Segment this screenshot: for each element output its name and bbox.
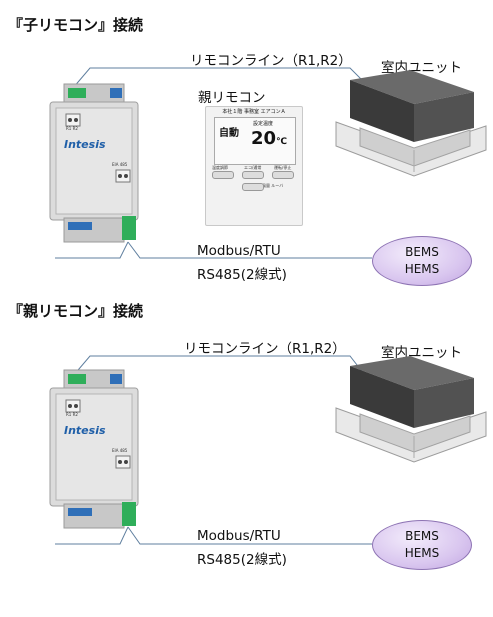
- modbus-label-2: Modbus/RTU: [197, 528, 281, 544]
- hems-label-2: HEMS: [404, 546, 440, 560]
- device-port-bottom-label: EIA 485: [112, 162, 128, 167]
- remote-set-label: 設定温度: [253, 121, 274, 127]
- device-port-top-label: R1 R2: [66, 126, 78, 131]
- modbus-line-right-2: [127, 526, 372, 545]
- modbus-line-left-2: [55, 526, 129, 545]
- remote-caption-3: 風量 ルーバ: [262, 183, 284, 188]
- remote-mode: 自動: [219, 128, 239, 139]
- remote-temp-unit: ℃: [276, 137, 287, 147]
- remote-eco-button: [242, 171, 264, 179]
- terminal-green-top: [68, 88, 86, 98]
- terminal-blue-bottom: [68, 222, 92, 230]
- modbus-label-1: Modbus/RTU: [197, 243, 281, 259]
- terminal-green-bottom: [122, 216, 136, 240]
- section-title-child-remote: 『子リモコン』接続: [8, 16, 144, 34]
- modbus-line-left-1: [55, 241, 129, 259]
- bems-hems-1: BEMS HEMS: [372, 236, 472, 286]
- terminal-green-bottom: [122, 502, 136, 526]
- remote-caption-2: 運転/停止: [274, 165, 292, 170]
- remote-temp-button: [212, 171, 234, 179]
- remote-caption-1: エコ/通常: [244, 165, 262, 170]
- indoor-unit-label-2: 室内ユニット: [381, 345, 462, 361]
- bems-hems-2: BEMS HEMS: [372, 520, 472, 570]
- modbus-line-right-1: [127, 241, 372, 259]
- intesis-logo: Intesis: [64, 424, 106, 437]
- rs485-label-2: RS485(2線式): [197, 552, 287, 568]
- hems-label-1: HEMS: [404, 262, 440, 276]
- remote-header: 本社１階 事務室 エアコンＡ: [222, 109, 286, 115]
- bems-label-2: BEMS: [405, 529, 439, 543]
- section-title-parent-remote: 『親リモコン』接続: [8, 302, 144, 320]
- terminal-green-top: [68, 374, 86, 384]
- terminal-blue-top: [110, 88, 122, 98]
- remote-caption-0: 温度調節: [212, 165, 228, 170]
- parent-remote-label: 親リモコン: [198, 90, 266, 106]
- remote-line-label-1: リモコンライン（R1,R2）: [190, 53, 352, 69]
- intesis-gateway-2: R1 R2 Intesis EIA 485: [49, 368, 139, 532]
- device-port-top-label: R1 R2: [66, 412, 78, 417]
- parent-remote-controller: 本社１階 事務室 エアコンＡ 自動 設定温度 20℃ 温度調節 エコ/通常 運転…: [205, 106, 303, 226]
- remote-screen: 自動 設定温度 20℃: [214, 117, 296, 165]
- intesis-gateway-1: R1 R2 Intesis EIA 485: [49, 82, 139, 246]
- remote-line-label-2: リモコンライン（R1,R2）: [184, 341, 346, 357]
- terminal-blue-top: [110, 374, 122, 384]
- remote-temperature: 20: [251, 128, 277, 149]
- device-port-bottom-label: EIA 485: [112, 448, 128, 453]
- terminal-blue-bottom: [68, 508, 92, 516]
- intesis-logo: Intesis: [64, 138, 106, 151]
- remote-power-button: [272, 171, 294, 179]
- remote-line-1: [72, 67, 365, 89]
- bems-label-1: BEMS: [405, 245, 439, 259]
- remote-fan-button: [242, 183, 264, 191]
- rs485-label-1: RS485(2線式): [197, 267, 287, 283]
